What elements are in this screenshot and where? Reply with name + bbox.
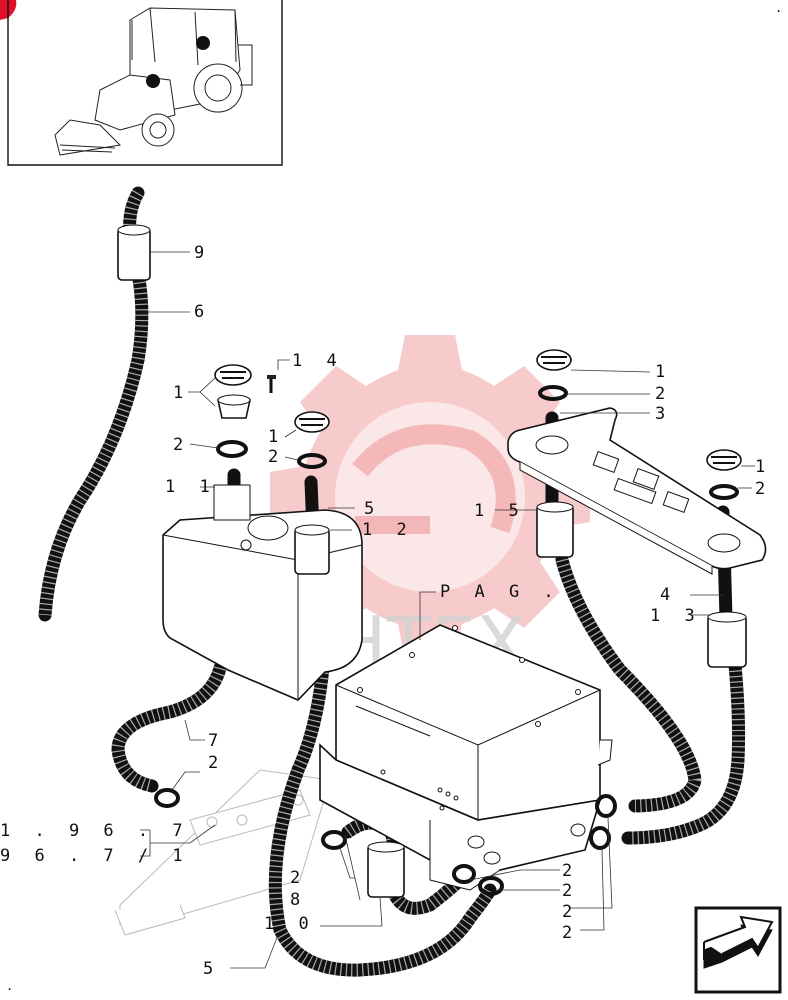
hose-15 [555, 553, 702, 813]
cap-1c [536, 349, 572, 371]
callout-2a: 2 [173, 435, 190, 455]
callout-11: 1 1 [165, 477, 217, 497]
clamp-2i [595, 794, 617, 818]
callout-2g: 2 [562, 861, 579, 881]
callout-15: 1 5 [474, 501, 526, 521]
callout-2b: 2 [268, 447, 285, 467]
callout-1b: 1 [268, 427, 285, 447]
screw-14 [267, 375, 276, 393]
cap-1d [706, 449, 742, 471]
location-dot [196, 36, 210, 50]
hose-13 [621, 658, 746, 845]
callout-10: 1 0 [264, 914, 316, 934]
clamp-2g [452, 864, 476, 884]
sleeve-12 [294, 524, 330, 575]
callout-5a: 5 [364, 499, 381, 519]
callout-3: 3 [655, 404, 672, 424]
callout-2e: 2 [208, 753, 225, 773]
clamp-2j [589, 826, 611, 850]
clamp-2d [709, 484, 739, 500]
callout-ref-1: 1 . 9 6 . 7 [0, 821, 190, 841]
hose-5 [268, 568, 497, 977]
sleeve-10 [367, 841, 405, 898]
sleeve-15 [536, 501, 574, 558]
callout-7: 7 [208, 731, 225, 751]
callout-1c: 1 [655, 362, 672, 382]
sleeve-13 [707, 611, 747, 668]
callout-9: 9 [194, 243, 211, 263]
callout-1a: 1 [173, 383, 190, 403]
corner-mark: . [6, 979, 13, 993]
callout-4: 4 [660, 585, 677, 605]
callout-pag: P A G . [440, 582, 561, 602]
callout-2h: 2 [562, 881, 579, 901]
hose-7 [111, 661, 227, 793]
mounting-plate [507, 407, 767, 575]
callout-6: 6 [194, 302, 211, 322]
callout-1d: 1 [755, 457, 772, 477]
clamp-2c [538, 385, 568, 401]
clamp-2b [297, 453, 327, 469]
next-page-arrow-icon[interactable] [694, 906, 782, 994]
callout-2c: 2 [655, 384, 672, 404]
callout-5b: 5 [203, 959, 220, 979]
clamp-2e [154, 788, 180, 808]
callout-2d: 2 [755, 479, 772, 499]
corner-mark: . [775, 1, 782, 15]
clamp-2a [216, 440, 248, 458]
oil-tank [162, 484, 363, 701]
cap-1b [294, 411, 330, 433]
callout-ref-2: 9 6 . 7 / 1 [0, 846, 190, 866]
callout-2j: 2 [562, 923, 579, 943]
leader-lines [140, 251, 755, 969]
location-dot [146, 74, 160, 88]
machine-thumbnail [7, 0, 283, 166]
heater-box [319, 624, 613, 891]
clamp-2h [478, 876, 504, 896]
callout-2i: 2 [562, 902, 579, 922]
cap-1a [214, 364, 252, 419]
callout-8: 8 [290, 890, 307, 910]
callout-12: 1 2 [362, 520, 414, 540]
callout-labels: 9 6 1 4 1 2 1 1 1 2 5 1 2 1 2 3 1 2 1 5 … [0, 243, 772, 979]
callout-13: 1 3 [650, 606, 702, 626]
clamp-2f [321, 830, 347, 850]
callout-2f: 2 [290, 868, 307, 888]
sleeve-9 [117, 224, 151, 281]
callout-14: 1 4 [292, 351, 344, 371]
